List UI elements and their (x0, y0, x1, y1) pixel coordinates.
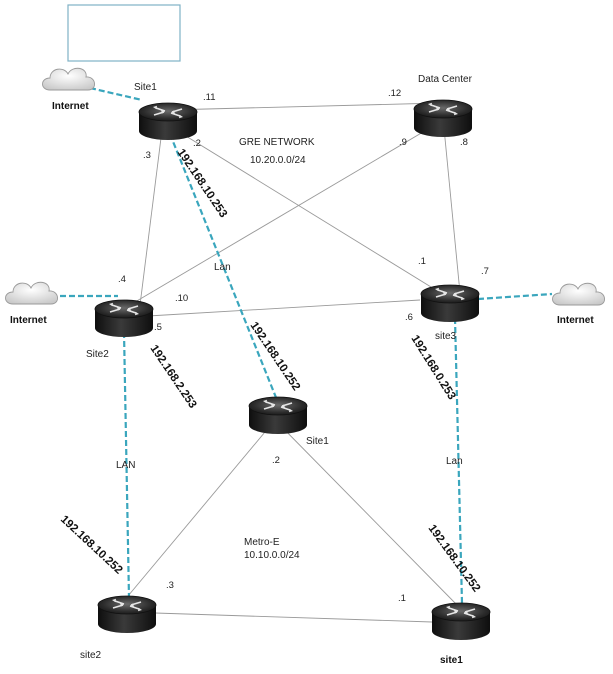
link-site1-site3 (167, 124, 445, 296)
router-site2-mid-label: Site2 (86, 349, 109, 360)
lan-label-left: LAN (116, 460, 135, 471)
ip-label: 192.168.2.253 (148, 343, 199, 411)
internet-cloud-right: Internet (552, 282, 606, 326)
link-site2-site3 (147, 299, 421, 317)
router-site3-label: site3 (435, 331, 457, 342)
iface-label: .2 (193, 138, 201, 149)
internet-link-site3 (477, 292, 553, 301)
router-site1-center[interactable]: Site1 (248, 396, 329, 447)
iface-label: .8 (460, 137, 468, 148)
internet-cloud-mid-left-label: Internet (10, 315, 47, 326)
link-site1-site2 (139, 129, 163, 306)
router-site1-top-label: Site1 (134, 82, 157, 93)
iface-label: .12 (388, 88, 401, 99)
gre-network-subnet: 10.20.0.0/24 (250, 155, 306, 166)
gre-links (127, 102, 461, 623)
link-center-site2bottom (127, 419, 276, 597)
iface-label: .1 (418, 256, 426, 267)
lan-label-right: Lan (446, 456, 463, 467)
link-center-site1bottom (274, 419, 459, 607)
router-site1-bottom[interactable]: site1 (431, 602, 491, 666)
router-site2-bottom[interactable]: site2 (80, 595, 157, 661)
iface-label: .5 (154, 322, 162, 333)
iface-label: .3 (143, 150, 151, 161)
lan-label-center: Lan (214, 262, 231, 273)
ip-label: 192.168.10.252 (248, 320, 303, 393)
ip-label: 192.168.0.253 (408, 333, 457, 402)
iface-label: .9 (399, 137, 407, 148)
router-site2-mid[interactable]: Site2 (86, 299, 154, 360)
link-site1-datacenter (167, 102, 441, 111)
internet-cloud-top-left-label: Internet (52, 101, 89, 112)
iface-label: .2 (272, 455, 280, 466)
metro-network-title: Metro-E (244, 537, 280, 548)
iface-label: .4 (118, 274, 126, 285)
router-site1-center-label: Site1 (306, 436, 329, 447)
lan-site1-to-center (168, 133, 279, 401)
lan-site2-to-site2bottom (122, 331, 131, 599)
iface-label: .11 (203, 92, 216, 103)
ip-label: 192.168.10.252 (426, 523, 483, 595)
iface-label: .1 (398, 593, 406, 604)
placeholder-box (67, 4, 181, 62)
internet-cloud-top-left: Internet (42, 67, 96, 112)
router-site1-bottom-label: site1 (440, 655, 463, 666)
router-site3[interactable]: site3 (420, 284, 480, 342)
interface-labels: .11 .12 .2 .3 .9 .8 .1 .7 .4 .10 .5 .6 .… (118, 88, 489, 604)
link-datacenter-site3 (443, 127, 461, 294)
internet-cloud-mid-left: Internet (5, 281, 59, 326)
link-datacenter-site2 (129, 121, 441, 306)
iface-label: .7 (481, 266, 489, 277)
iface-label: .10 (175, 293, 188, 304)
router-site1-top[interactable]: Site1 (134, 82, 198, 141)
ip-labels: 192.168.10.253 192.168.10.252 192.168.2.… (58, 147, 482, 594)
router-datacenter-label: Data Center (418, 74, 473, 85)
iface-label: .6 (405, 312, 413, 323)
ip-label: 192.168.10.252 (58, 513, 125, 576)
link-site2bottom-site1bottom (154, 612, 433, 623)
internet-cloud-right-label: Internet (557, 315, 594, 326)
lan-site3-to-site1bottom (453, 317, 464, 604)
router-site2-bottom-label: site2 (80, 650, 102, 661)
iface-label: .3 (166, 580, 174, 591)
gre-network-title: GRE NETWORK (239, 137, 315, 148)
lan-links (60, 86, 553, 604)
router-datacenter[interactable]: Data Center (413, 74, 473, 138)
metro-network-subnet: 10.10.0.0/24 (244, 550, 300, 561)
